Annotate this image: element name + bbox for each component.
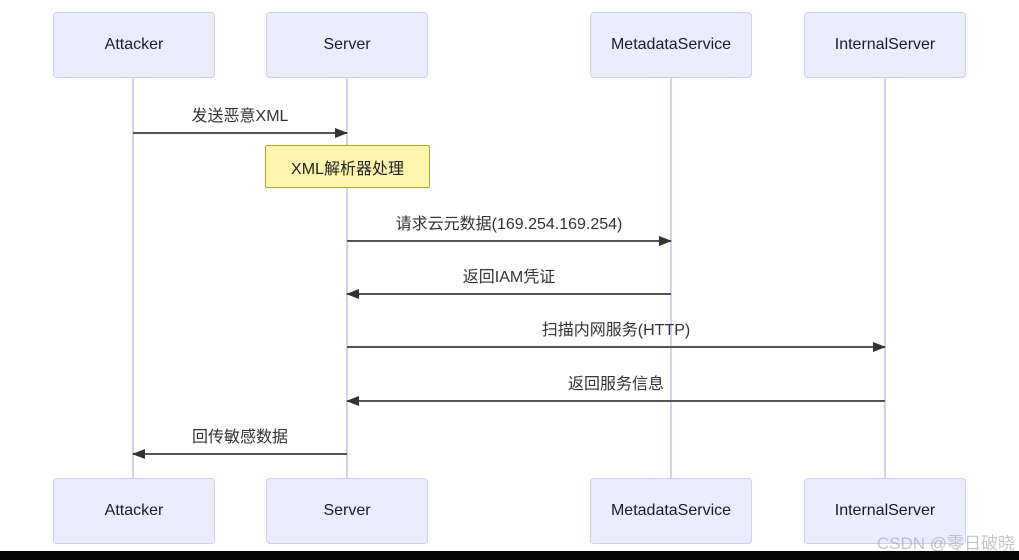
actor-label: MetadataService — [610, 36, 732, 53]
actor-label: InternalServer — [834, 36, 936, 53]
actor-bottom-metadataservice: MetadataService — [590, 478, 752, 544]
actor-label: Attacker — [104, 36, 164, 53]
lifeline-metadataservice — [670, 78, 672, 478]
arrowhead-right-icon — [659, 236, 672, 246]
actor-bottom-internalserver: InternalServer — [804, 478, 966, 544]
message-line — [132, 449, 347, 459]
arrowhead-left-icon — [346, 289, 359, 299]
note-box: XML解析器处理 — [265, 145, 430, 188]
message-label: 回传敏感数据 — [191, 429, 288, 446]
lifeline-internalserver — [884, 78, 886, 478]
message-line — [347, 236, 672, 246]
arrowhead-right-icon — [335, 128, 348, 138]
message-label: 扫描内网服务(HTTP) — [541, 322, 691, 339]
actor-top-attacker: Attacker — [53, 12, 215, 78]
actor-label: Server — [323, 36, 371, 53]
message-label: 请求云元数据(169.254.169.254) — [395, 216, 623, 233]
bottom-bar — [0, 551, 1019, 560]
message-return-service-info: 返回服务信息 — [346, 374, 885, 406]
message-line — [347, 342, 886, 352]
message-send-malicious-xml: 发送恶意XML — [133, 106, 348, 138]
message-line — [346, 396, 885, 406]
arrowhead-left-icon — [132, 449, 145, 459]
message-request-cloud-metadata: 请求云元数据(169.254.169.254) — [347, 214, 672, 246]
note-label: XML解析器处理 — [291, 160, 404, 178]
actor-label: InternalServer — [834, 502, 936, 519]
message-label: 返回IAM凭证 — [462, 269, 556, 286]
actor-top-internalserver: InternalServer — [804, 12, 966, 78]
watermark: CSDN @零日破晓 — [876, 534, 1015, 553]
actor-top-server: Server — [266, 12, 428, 78]
message-exfiltrate-sensitive-data: 回传敏感数据 — [132, 427, 347, 459]
lifeline-server — [346, 78, 348, 478]
actor-label: Server — [323, 502, 371, 519]
actor-top-metadataservice: MetadataService — [590, 12, 752, 78]
message-return-iam-credentials: 返回IAM凭证 — [346, 267, 671, 299]
arrowhead-right-icon — [873, 342, 886, 352]
actor-bottom-attacker: Attacker — [53, 478, 215, 544]
arrowhead-left-icon — [346, 396, 359, 406]
lifeline-attacker — [132, 78, 134, 478]
message-label: 返回服务信息 — [567, 376, 664, 393]
actor-label: MetadataService — [610, 502, 732, 519]
actor-label: Attacker — [104, 502, 164, 519]
message-label: 发送恶意XML — [191, 108, 289, 125]
message-line — [133, 128, 348, 138]
message-line — [346, 289, 671, 299]
message-scan-internal-services: 扫描内网服务(HTTP) — [347, 320, 886, 352]
actor-bottom-server: Server — [266, 478, 428, 544]
